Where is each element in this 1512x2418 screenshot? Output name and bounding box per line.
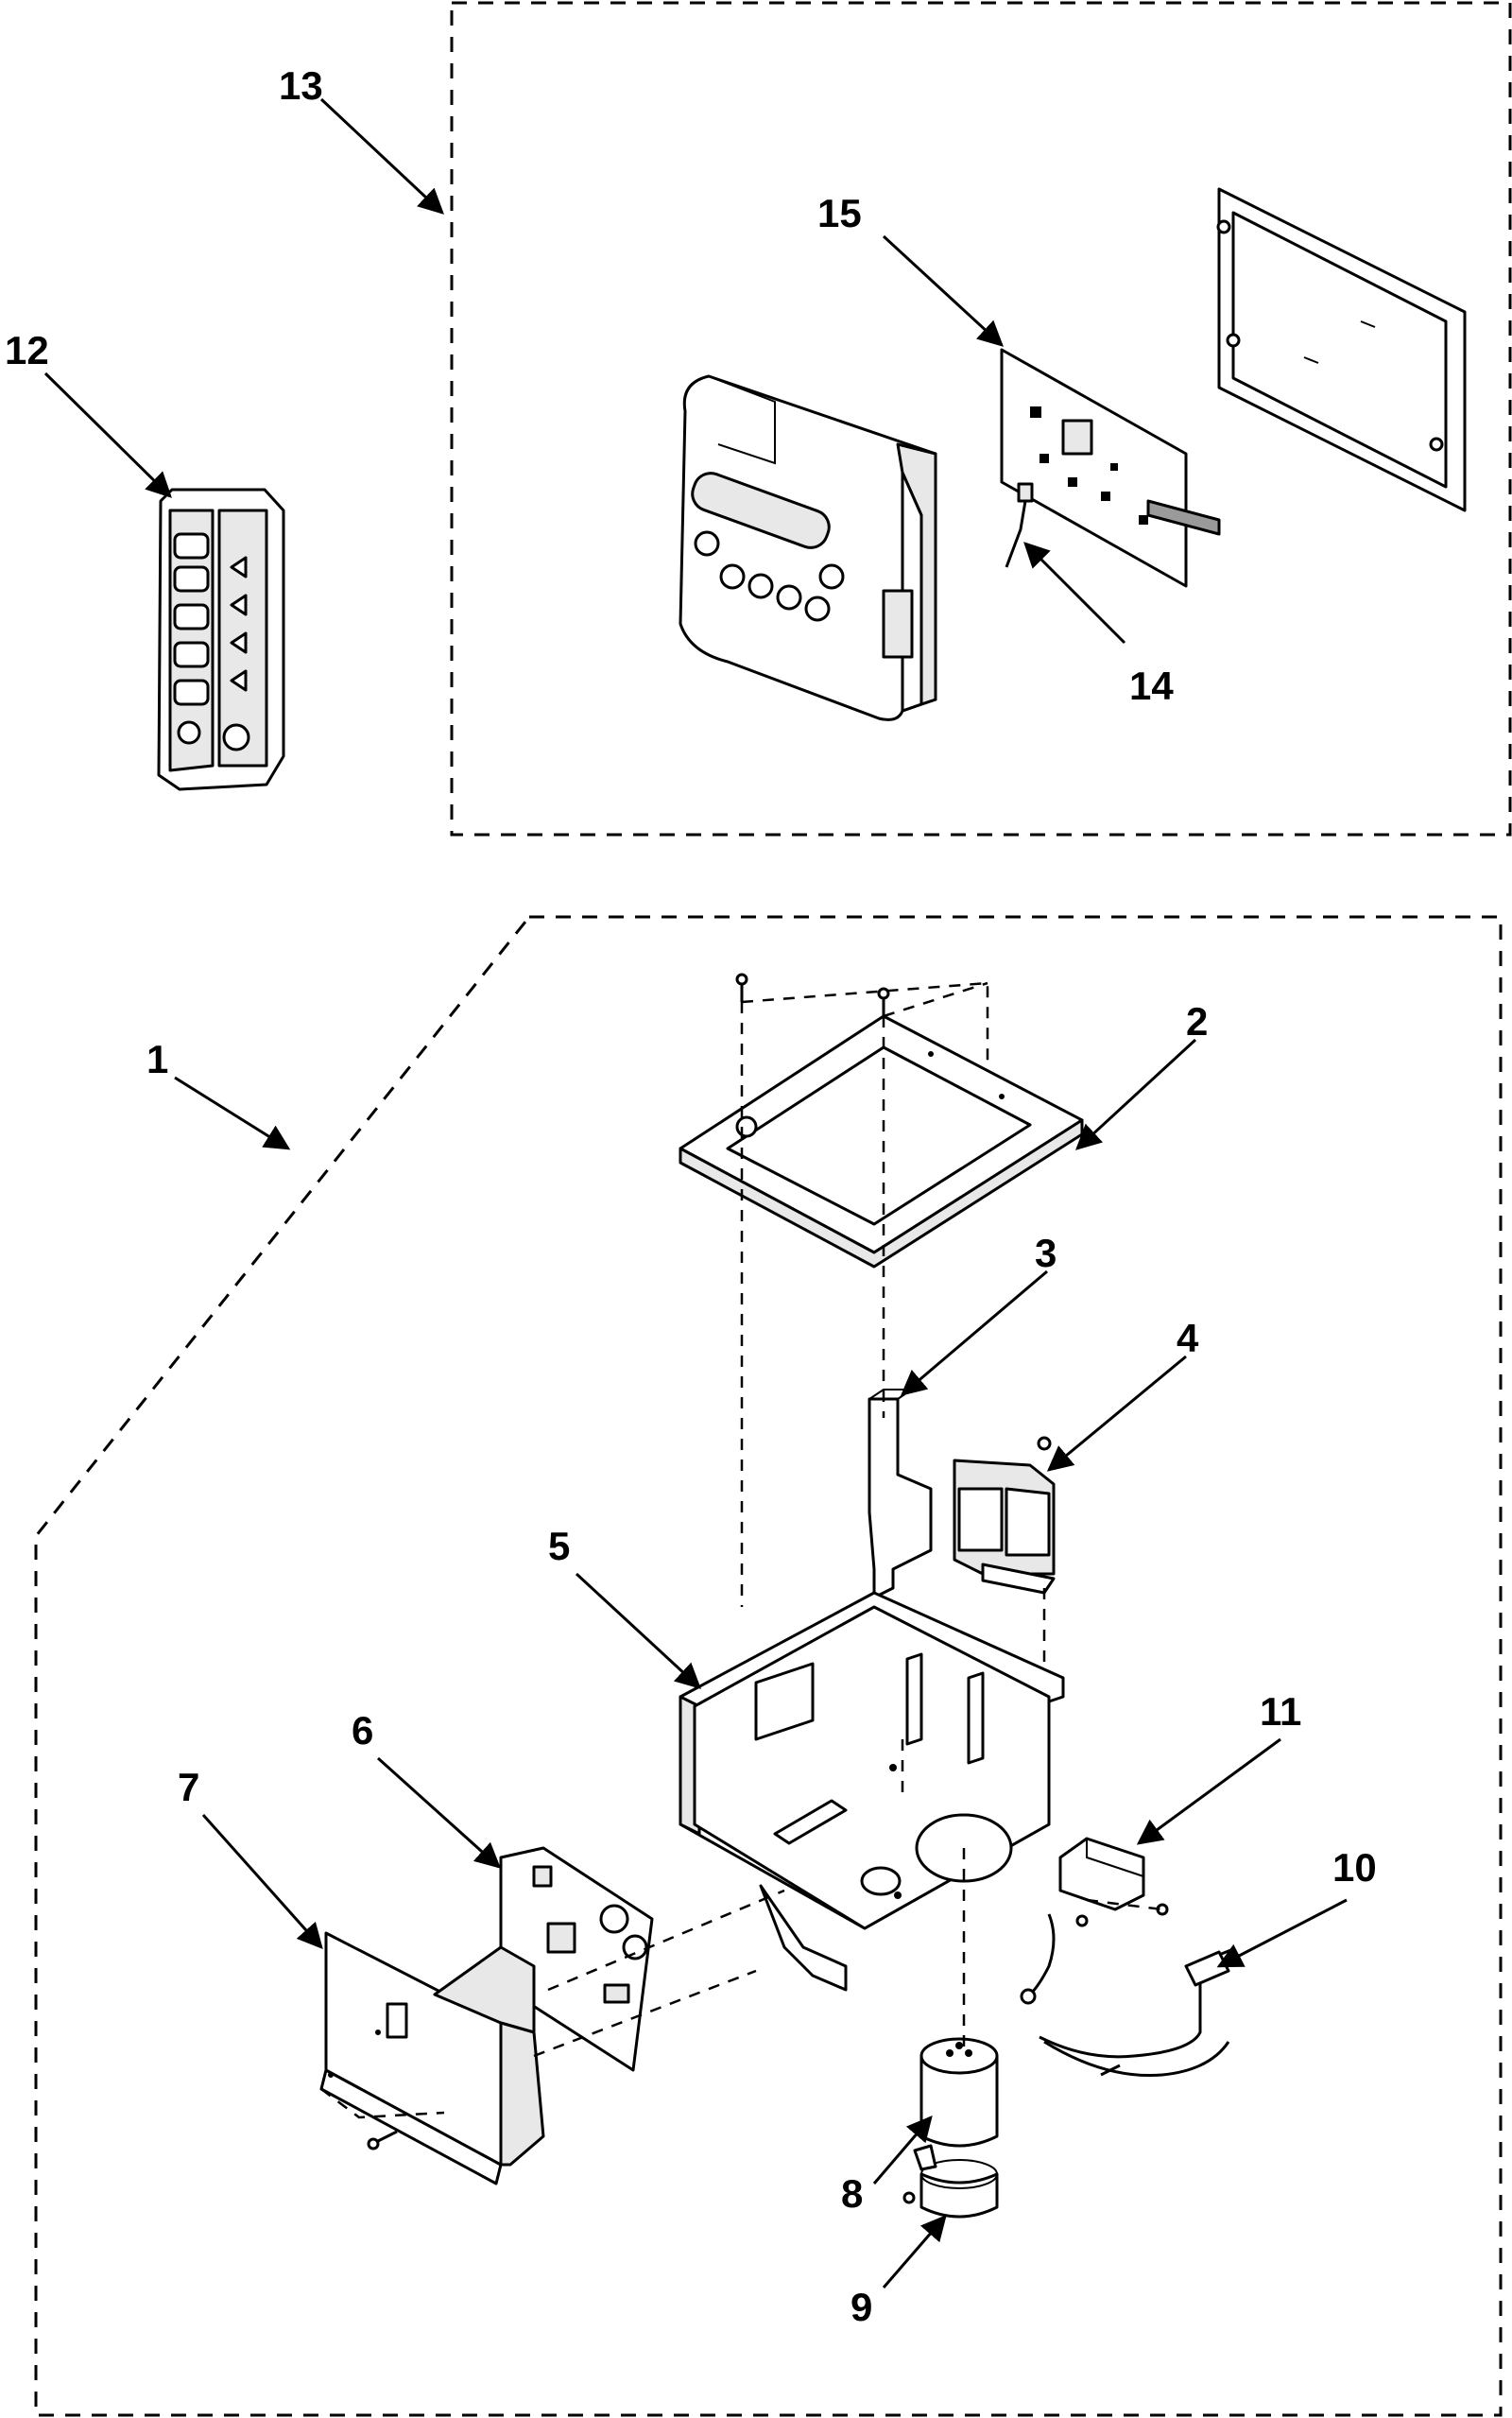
callout-8: 8 xyxy=(841,2171,863,2216)
assembly-guide-lines xyxy=(320,981,1163,2119)
callout-8-leader xyxy=(872,2115,933,2185)
remote-control xyxy=(157,488,285,791)
callout-4-leader xyxy=(1046,1355,1187,1472)
callout-1: 1 xyxy=(146,1037,168,1081)
callout-4: 4 xyxy=(1177,1316,1199,1360)
main-control-board xyxy=(499,1846,654,2072)
run-capacitor xyxy=(919,2037,999,2148)
callout-7-leader xyxy=(201,1814,323,1950)
cover-screw xyxy=(367,2130,398,2150)
power-cord xyxy=(1039,1947,1234,2078)
callout-11: 11 xyxy=(1260,1689,1301,1734)
callout-5: 5 xyxy=(548,1524,570,1568)
callout-2: 2 xyxy=(1186,999,1208,1044)
control-box-chassis xyxy=(679,1591,1065,1992)
callout-12: 12 xyxy=(5,328,49,372)
callout-11-leader xyxy=(1136,1737,1281,1845)
callout-7: 7 xyxy=(178,1765,199,1809)
callout-15-leader xyxy=(882,234,1004,347)
display-pcb xyxy=(1000,348,1221,588)
callout-10: 10 xyxy=(1332,1845,1377,1890)
callout-15: 15 xyxy=(817,191,862,235)
transformer xyxy=(953,1436,1056,1595)
callout-1-leader xyxy=(174,1076,291,1150)
control-kit-boundary xyxy=(450,1,1512,837)
top-screws xyxy=(735,973,890,1016)
callout-14-leader xyxy=(1023,542,1126,645)
ground-wire xyxy=(1020,1913,1089,2005)
callout-3-leader xyxy=(900,1269,1048,1396)
rear-housing xyxy=(1216,187,1467,512)
front-display-panel xyxy=(679,374,937,721)
electrical-kit-boundary xyxy=(34,915,1503,2417)
callout-14: 14 xyxy=(1129,664,1174,708)
callout-9-leader xyxy=(882,2214,947,2288)
control-box-cover xyxy=(319,1931,545,2185)
callout-9: 9 xyxy=(850,2285,872,2329)
callout-6-leader xyxy=(376,1756,502,1869)
callout-3: 3 xyxy=(1035,1231,1057,1275)
mounting-bracket xyxy=(868,1389,933,1599)
terminal-block xyxy=(1058,1837,1169,1916)
callout-13-leader xyxy=(319,97,444,215)
callout-12-leader xyxy=(43,371,172,498)
callout-6: 6 xyxy=(352,1708,373,1753)
callout-10-leader xyxy=(1216,1898,1348,1968)
callout-13: 13 xyxy=(279,63,323,108)
top-cover-plate xyxy=(679,1014,1084,1269)
callout-2-leader xyxy=(1075,1038,1197,1150)
callout-5-leader xyxy=(575,1572,701,1689)
capacitor-clamp xyxy=(902,2144,999,2219)
